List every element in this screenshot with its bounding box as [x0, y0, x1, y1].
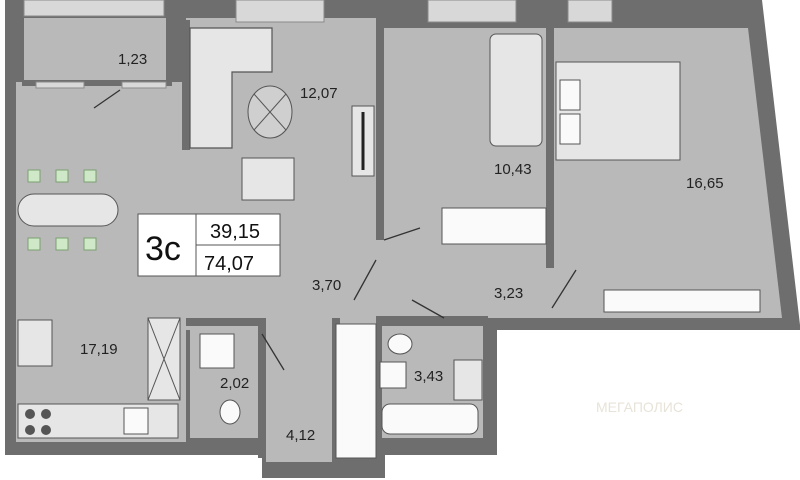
- furniture: [17, 27, 761, 459]
- sofa: [189, 27, 273, 149]
- door-study: [383, 227, 421, 241]
- wardrobe-bedroom: [603, 289, 761, 313]
- total-area: 74,07: [204, 253, 254, 275]
- bed: [555, 61, 681, 161]
- windows: [23, 0, 613, 89]
- apartment-type: 3с: [145, 230, 181, 268]
- room-labels: 1,23 12,07 10,43 16,65 17,19 3,70 3,23 2…: [80, 51, 724, 444]
- window-bedroom: [567, 0, 613, 23]
- watermark: МЕГАПОЛИС: [596, 399, 683, 415]
- area-badge: 3с 39,15 74,07: [137, 213, 281, 277]
- wardrobe-corridor: [441, 207, 547, 245]
- door-bath: [411, 299, 445, 319]
- area-label-balcony: 1,23: [118, 51, 147, 68]
- area-label-corridor: 3,23: [494, 285, 523, 302]
- door-balcony: [93, 89, 121, 109]
- window-living: [235, 0, 325, 23]
- washer: [453, 359, 483, 401]
- stove: [25, 409, 51, 435]
- area-label-study: 10,43: [494, 161, 532, 178]
- bathtub: [381, 403, 479, 435]
- wardrobe-entrance: [335, 323, 377, 459]
- door-living: [353, 259, 377, 301]
- area-label-entrance: 4,12: [286, 427, 315, 444]
- area-label-toilet: 2,02: [220, 375, 249, 392]
- area-label-kitchen: 17,19: [80, 341, 118, 358]
- window-study: [427, 0, 517, 23]
- sink: [123, 407, 149, 435]
- area-label-living-room: 12,07: [300, 85, 338, 102]
- dining-table: [17, 193, 119, 227]
- shower: [199, 333, 235, 369]
- bath-toilet: [387, 333, 413, 355]
- door-toilet: [261, 333, 285, 371]
- fridge: [17, 319, 53, 367]
- window-balcony: [23, 0, 165, 17]
- area-label-hall: 3,70: [312, 277, 341, 294]
- dining-chairs: [27, 169, 97, 251]
- doors: [93, 89, 577, 371]
- toilet-bowl: [219, 399, 241, 425]
- area-label-bedroom: 16,65: [686, 175, 724, 192]
- area-label-bathroom: 3,43: [414, 368, 443, 385]
- bath-shower: [379, 361, 407, 389]
- wardrobe-study: [489, 33, 543, 147]
- living-area: 39,15: [210, 221, 260, 243]
- door-bedroom: [551, 269, 577, 309]
- armchair: [241, 157, 295, 201]
